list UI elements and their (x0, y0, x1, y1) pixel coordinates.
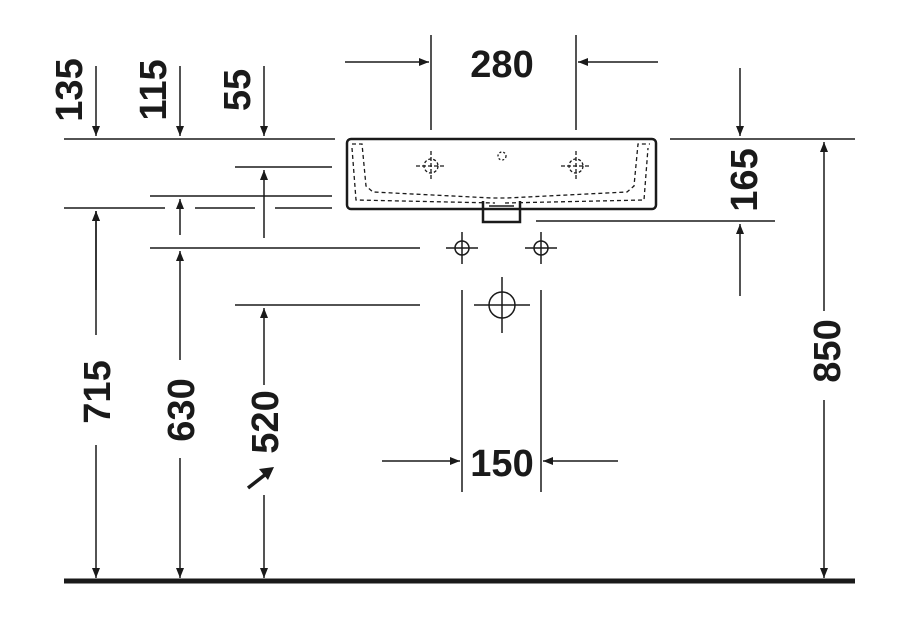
left-reference-lines (64, 166, 420, 306)
tap-hole-left-icon (416, 151, 446, 181)
basin-inner-bowl (352, 143, 650, 199)
dim-630-label: 630 (161, 378, 203, 441)
drain-outlet (481, 201, 522, 224)
wall-connection-left-icon (446, 232, 478, 264)
dim-165 (536, 68, 775, 296)
dim-280 (345, 35, 658, 130)
basin-outline (345, 137, 658, 211)
dim-55-label: 55 (217, 69, 259, 111)
dim-150 (382, 290, 618, 492)
dim-150-label: 150 (470, 443, 533, 485)
dim-280-label: 280 (470, 44, 533, 86)
wall-connection-right-icon (525, 232, 557, 264)
arrow-pointer-icon (246, 467, 274, 490)
dim-715-label: 715 (77, 360, 119, 423)
basin-inner-bowl-lower (351, 147, 649, 204)
tap-hole-right-icon (561, 151, 591, 181)
dim-165-label: 165 (724, 148, 766, 211)
basin-front-view (345, 137, 658, 224)
dim-520-label: 520 (245, 390, 287, 453)
dim-850-label: 850 (807, 319, 849, 382)
overflow-hole-icon (497, 151, 507, 161)
dim-115-label: 115 (133, 59, 175, 120)
dim-135-label: 135 (49, 58, 91, 121)
waste-connection-icon (474, 277, 530, 333)
